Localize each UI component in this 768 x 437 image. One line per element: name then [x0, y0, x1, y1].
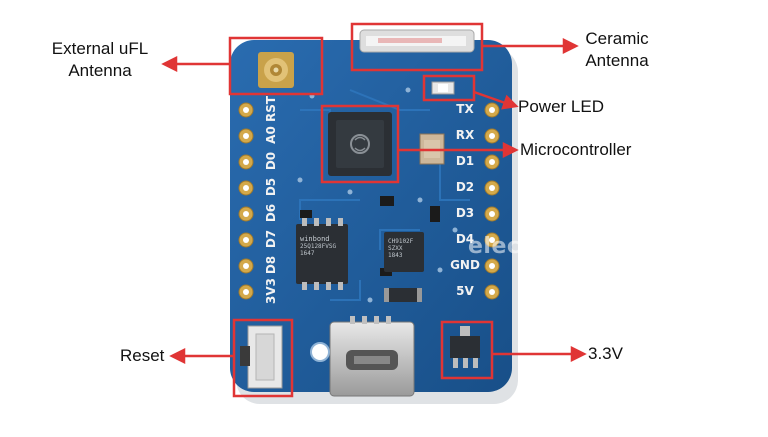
left-pin-hole [243, 263, 249, 269]
label-ceramic-antenna-line-1: Ceramic [585, 29, 649, 48]
left-pin-label: A0 [264, 126, 278, 144]
usb-serial-chip [384, 232, 424, 272]
left-pin-hole [243, 237, 249, 243]
usb-chip-line-3: 1843 [388, 252, 403, 259]
usb-chip-line-1: CH9102F [388, 238, 414, 245]
flash-code: 1647 [300, 250, 315, 257]
usb-chip-line-2: SZXX [388, 245, 403, 252]
mounting-hole [310, 342, 330, 362]
right-pin-label: GND [450, 258, 480, 272]
left-pin-label: D8 [264, 255, 278, 275]
left-pin-hole [243, 185, 249, 191]
regulator-part [450, 326, 480, 368]
right-pin-label: D4 [455, 232, 475, 246]
label-power-led: Power LED [518, 97, 604, 116]
left-header-pins [238, 102, 254, 300]
ufl-connector [258, 52, 294, 88]
right-pin-label: D1 [455, 154, 475, 168]
label-ceramic-antenna: Ceramic Antenna [572, 28, 662, 72]
flash-part: 25Q128FVSG [300, 243, 337, 250]
ceramic-antenna-part [359, 29, 475, 53]
left-pin-hole [243, 211, 249, 217]
callout-boxes [228, 22, 494, 398]
label-regulator: 3.3V [588, 344, 623, 363]
left-pin-label: D0 [264, 151, 278, 171]
right-pin-label: 5V [456, 284, 474, 298]
left-pin-hole [243, 107, 249, 113]
right-pin-hole [489, 211, 495, 217]
left-pin-hole [243, 289, 249, 295]
pcb-board [230, 40, 512, 392]
right-pin-hole [489, 263, 495, 269]
left-pin-hole [243, 133, 249, 139]
right-pin-label: D2 [455, 180, 475, 194]
left-pin-label: RST [264, 95, 278, 122]
left-pin-label: 3V3 [264, 278, 278, 304]
label-external-antenna: External uFL Antenna [30, 38, 170, 82]
right-pin-hole [489, 185, 495, 191]
right-pin-label: RX [455, 128, 475, 142]
callout-arrows [161, 37, 587, 365]
diode-part [384, 288, 422, 302]
esp-chip [328, 112, 392, 176]
right-pin-hole [489, 237, 495, 243]
right-pin-label: TX [456, 102, 474, 116]
label-external-antenna-line-2: Antenna [68, 61, 132, 80]
left-pin-label: D5 [264, 177, 278, 197]
label-ceramic-antenna-line-2: Antenna [585, 51, 649, 70]
label-external-antenna-line-1: External uFL [51, 39, 149, 58]
left-pin-hole [243, 159, 249, 165]
right-pin-hole [489, 107, 495, 113]
flash-chip-label: winbond 25Q128FVSG 1647 [300, 235, 346, 258]
reset-button-part [240, 325, 283, 389]
micro-usb-port [329, 316, 415, 397]
usb-chip-label: CH9102F SZXX 1843 [388, 238, 422, 259]
label-reset: Reset [120, 346, 165, 365]
left-pin-label: D7 [264, 229, 278, 249]
label-microcontroller: Microcontroller [520, 140, 632, 159]
right-pin-label: D3 [455, 206, 475, 220]
power-led-part [431, 81, 455, 95]
flash-chip [296, 218, 348, 290]
right-pin-hole [489, 159, 495, 165]
right-pin-hole [489, 289, 495, 295]
watermark: electronicsmith.com [468, 234, 730, 259]
right-header-pins [484, 102, 500, 300]
left-pin-label: D6 [264, 203, 278, 223]
flash-brand: winbond [300, 235, 330, 243]
right-pin-hole [489, 133, 495, 139]
